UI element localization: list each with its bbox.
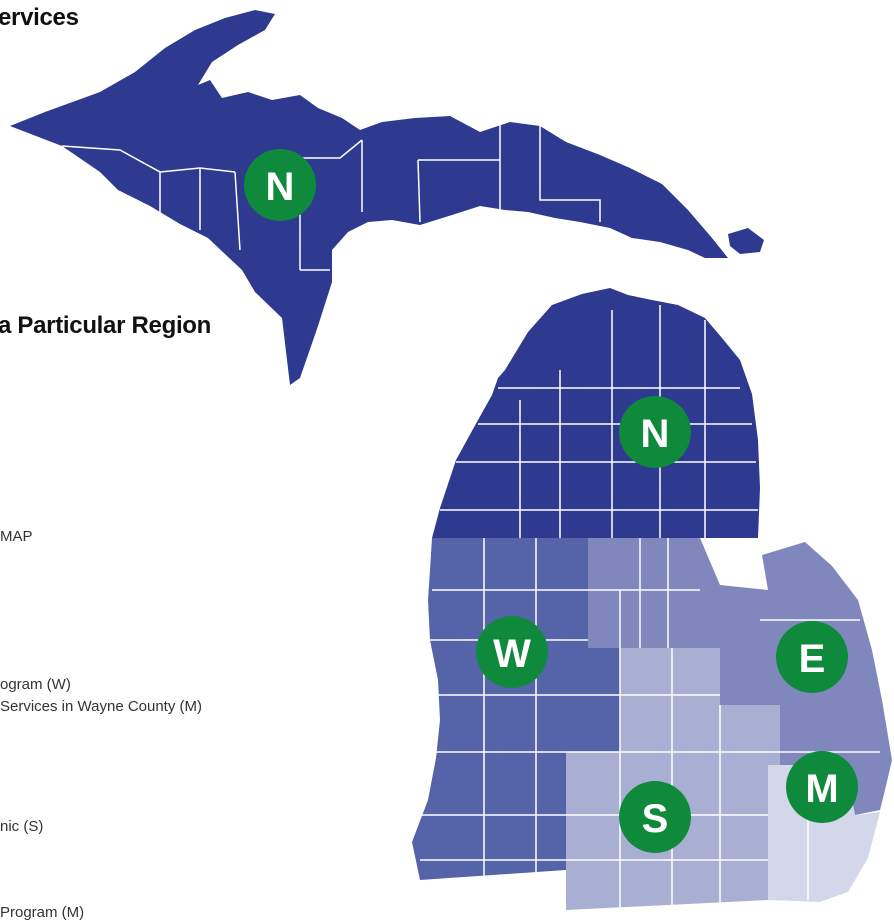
list-item-program-w[interactable]: ogram (W) (0, 676, 71, 693)
marker-south: S (619, 781, 691, 853)
marker-north-upper: N (244, 149, 316, 221)
marker-west: W (476, 616, 548, 688)
services-heading: ervices (0, 4, 79, 31)
east-region (588, 538, 892, 815)
isle-small (728, 228, 764, 254)
list-item-wayne-services[interactable]: Services in Wayne County (M) (0, 698, 203, 715)
marker-north-lower: N (619, 396, 691, 468)
upper-peninsula (10, 10, 728, 385)
svg-text:N: N (641, 412, 670, 456)
list-item-clinic-s[interactable]: nic (S) (0, 818, 44, 835)
region-heading: a Particular Region (0, 312, 212, 339)
svg-text:N: N (266, 165, 295, 209)
marker-east: E (776, 621, 848, 693)
marker-metro: M (786, 751, 858, 823)
svg-text:S: S (642, 797, 669, 841)
list-item-program-m[interactable]: Program (M) (0, 904, 85, 921)
west-region (412, 538, 620, 880)
list-item-map[interactable]: MAP (0, 528, 33, 545)
svg-text:M: M (805, 767, 838, 811)
lower-north-region (432, 288, 760, 538)
svg-text:E: E (799, 637, 826, 681)
svg-text:W: W (493, 632, 531, 676)
